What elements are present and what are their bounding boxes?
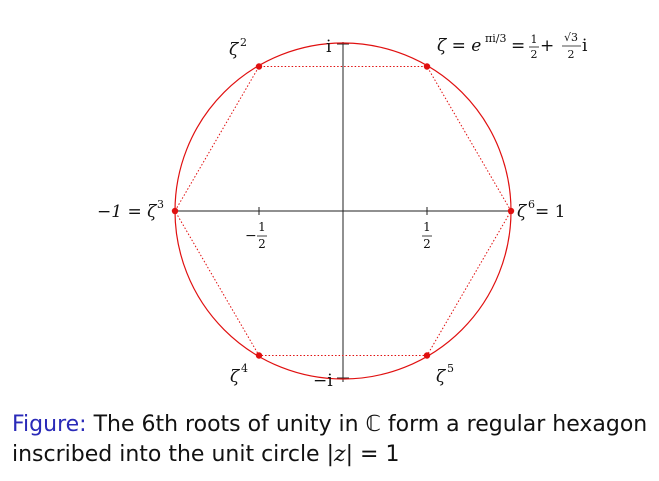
point-zeta5 [423,352,431,359]
label-zeta3-exp: 3 [157,198,164,211]
label-zeta6: ζ [517,202,528,222]
caption-text-3: = 1 [353,442,400,467]
point-zeta3 [171,207,179,215]
label-zeta5-exp: 5 [447,362,454,375]
label-zeta1-sqrt3: √3 [564,31,578,44]
label-i: i [326,37,332,57]
label-half-num: 1 [423,220,431,234]
label-zeta2-exp: 2 [240,36,247,49]
label-zeta1-i: i [582,36,588,56]
label-zeta6-exp: 6 [528,198,535,211]
label-zeta4: ζ [230,367,241,387]
point-zeta2 [255,63,263,70]
label-zeta1-exp: πi/3 [485,32,506,45]
label-zeta1-lhs: ζ = e [437,36,481,56]
caption-text-2: form a regular hexagon inscribed into th… [12,412,648,467]
figure-caption: Figure: The 6th roots of unity in ℂ form… [12,410,652,470]
point-zeta4 [255,352,263,359]
label-zeta6-rhs: = 1 [535,202,565,222]
label-minus-half-num: 1 [258,220,266,234]
abs-open: | [326,442,335,467]
label-zeta1-eq: = [511,36,525,56]
label-half-den: 2 [423,237,431,251]
abs-close: | [345,442,354,467]
label-minus-half-sign: − [245,228,257,244]
label-zeta3-lhs: −1 = ζ [97,202,158,222]
label-zeta1-half-num: 1 [531,33,538,46]
complex-numbers-symbol: ℂ [365,412,381,437]
label-zeta1-sqrt-den: 2 [568,48,575,61]
label-minus-half-den: 2 [258,237,266,251]
variable-z: z [334,442,346,467]
label-zeta5: ζ [436,367,447,387]
point-zeta6 [507,207,515,215]
label-zeta4-exp: 4 [241,362,248,375]
caption-text-1: The 6th roots of unity in [86,412,366,437]
point-zeta1 [423,63,431,70]
caption-prefix: Figure: [12,412,87,437]
label-zeta1-plus: + [540,36,554,56]
label-minus-i: −i [313,371,333,391]
label-zeta2: ζ [229,40,240,60]
label-zeta1-half-den: 2 [531,48,538,61]
roots-of-unity-diagram: i −i − 1 2 1 2 ζ 2 ζ = e πi/3 = 1 2 + √3… [97,31,588,391]
